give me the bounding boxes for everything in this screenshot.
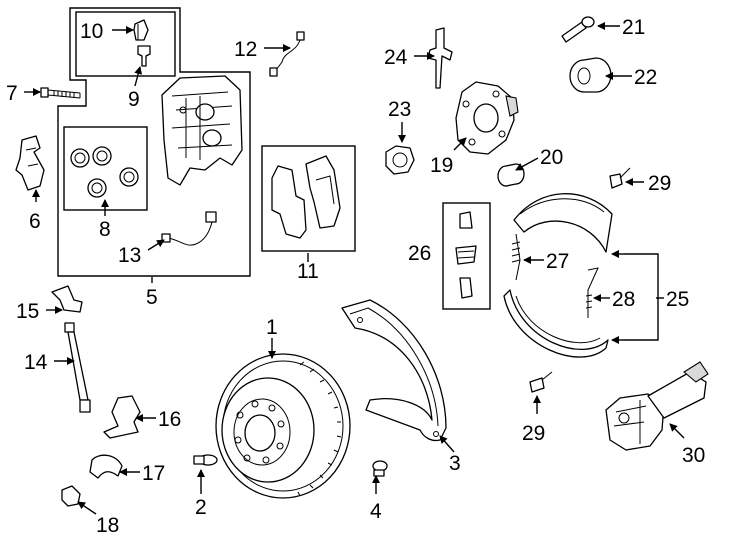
caliper-assembly-group-box — [57, 7, 251, 277]
callout-13: 13 — [118, 244, 141, 267]
callout-18: 18 — [96, 514, 119, 537]
splash-shield — [341, 299, 447, 442]
wear-sensor-wire — [269, 31, 305, 77]
bleeder-cap — [133, 19, 149, 41]
adjuster-spring — [585, 267, 599, 318]
spring-clip — [89, 454, 123, 479]
leader-lines — [24, 22, 685, 515]
callout-24: 24 — [384, 46, 408, 69]
callout-2: 2 — [195, 496, 207, 519]
cable-clip-lower — [529, 371, 553, 393]
callout-labels: 1 2 3 4 5 6 7 8 9 10 11 12 13 14 15 16 1… — [6, 16, 705, 537]
callout-28: 28 — [612, 288, 635, 311]
callout-4: 4 — [370, 500, 382, 523]
parking-brake-shoes — [503, 193, 613, 358]
hardware-kit — [455, 211, 477, 299]
callout-21: 21 — [622, 16, 645, 39]
retaining-clip — [103, 395, 141, 439]
cable-clip-upper — [609, 167, 631, 189]
rotor-screw — [193, 454, 218, 466]
callout-26: 26 — [408, 242, 431, 265]
caliper-bolt — [40, 87, 81, 99]
callout-1: 1 — [266, 316, 278, 339]
callout-7: 7 — [6, 82, 18, 105]
brake-pads — [271, 155, 341, 239]
callout-23: 23 — [388, 98, 411, 121]
brake-pad-group-box — [261, 145, 356, 252]
callout-25: 25 — [666, 288, 689, 311]
callout-19: 19 — [430, 154, 453, 177]
shield-bolt — [372, 460, 388, 477]
anti-rattle-clip — [15, 135, 45, 191]
bleeder-group-box — [75, 11, 176, 77]
parking-brake-actuator — [605, 361, 709, 451]
callout-5: 5 — [146, 286, 158, 309]
piston-seals — [70, 146, 139, 198]
callout-11: 11 — [297, 260, 319, 283]
hose-bracket — [51, 285, 83, 313]
callout-27: 27 — [546, 250, 569, 273]
callout-6: 6 — [29, 210, 41, 233]
callout-15: 15 — [16, 300, 39, 323]
callout-14: 14 — [24, 351, 48, 374]
callout-30: 30 — [682, 444, 705, 467]
brake-hose — [64, 322, 91, 413]
brake-rotor — [215, 353, 351, 499]
callout-10: 10 — [80, 20, 103, 43]
callout-9: 9 — [128, 88, 140, 111]
callout-29-upper: 29 — [648, 172, 671, 195]
callout-12: 12 — [234, 38, 257, 61]
pad-sensor — [161, 211, 217, 246]
brake-caliper — [161, 75, 243, 186]
bleeder-screw — [137, 45, 151, 67]
callout-16: 16 — [158, 408, 181, 431]
callout-17: 17 — [142, 462, 165, 485]
callout-22: 22 — [634, 66, 657, 89]
piston-seal-group-box — [63, 126, 148, 211]
wheel-bearing — [569, 57, 612, 93]
callout-29-lower: 29 — [522, 422, 545, 445]
axle-nut — [385, 145, 415, 175]
hardware-kit-group-box — [442, 202, 491, 310]
bracket — [427, 27, 453, 89]
callout-3: 3 — [449, 452, 461, 475]
callout-20: 20 — [540, 146, 563, 169]
return-spring — [511, 233, 521, 281]
wheel-hub — [455, 81, 519, 155]
callout-8: 8 — [99, 218, 111, 241]
bolt-18 — [61, 485, 81, 507]
hub-bolt — [561, 16, 595, 43]
